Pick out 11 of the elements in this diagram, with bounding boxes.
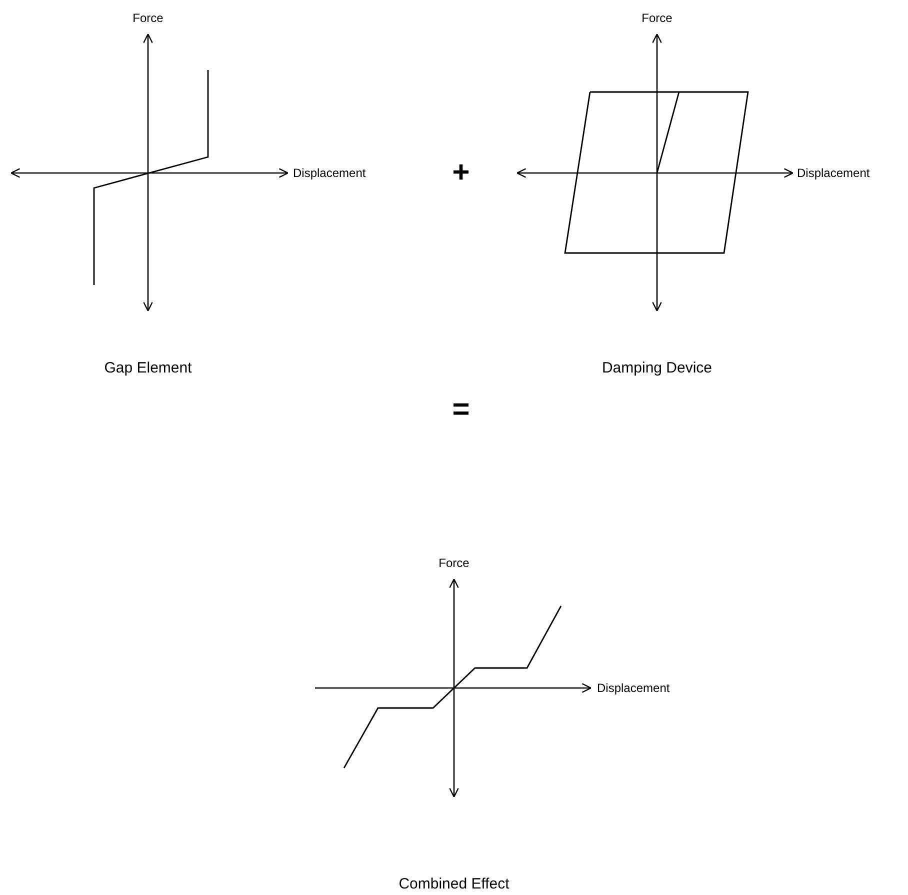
chart-title: Gap Element (104, 360, 192, 376)
axis-label: Displacement (293, 167, 366, 179)
chart-title: Damping Device (602, 360, 712, 376)
axis-label: Force (438, 557, 470, 569)
axis-label: Force (132, 12, 164, 24)
plus-sign: + (452, 158, 470, 188)
axis-label: Displacement (597, 682, 670, 694)
equals-sign: = (452, 395, 470, 425)
axis-label: Force (642, 12, 672, 24)
chart-title: Combined Effect (398, 876, 510, 892)
axis-label: Displacement (797, 167, 870, 179)
